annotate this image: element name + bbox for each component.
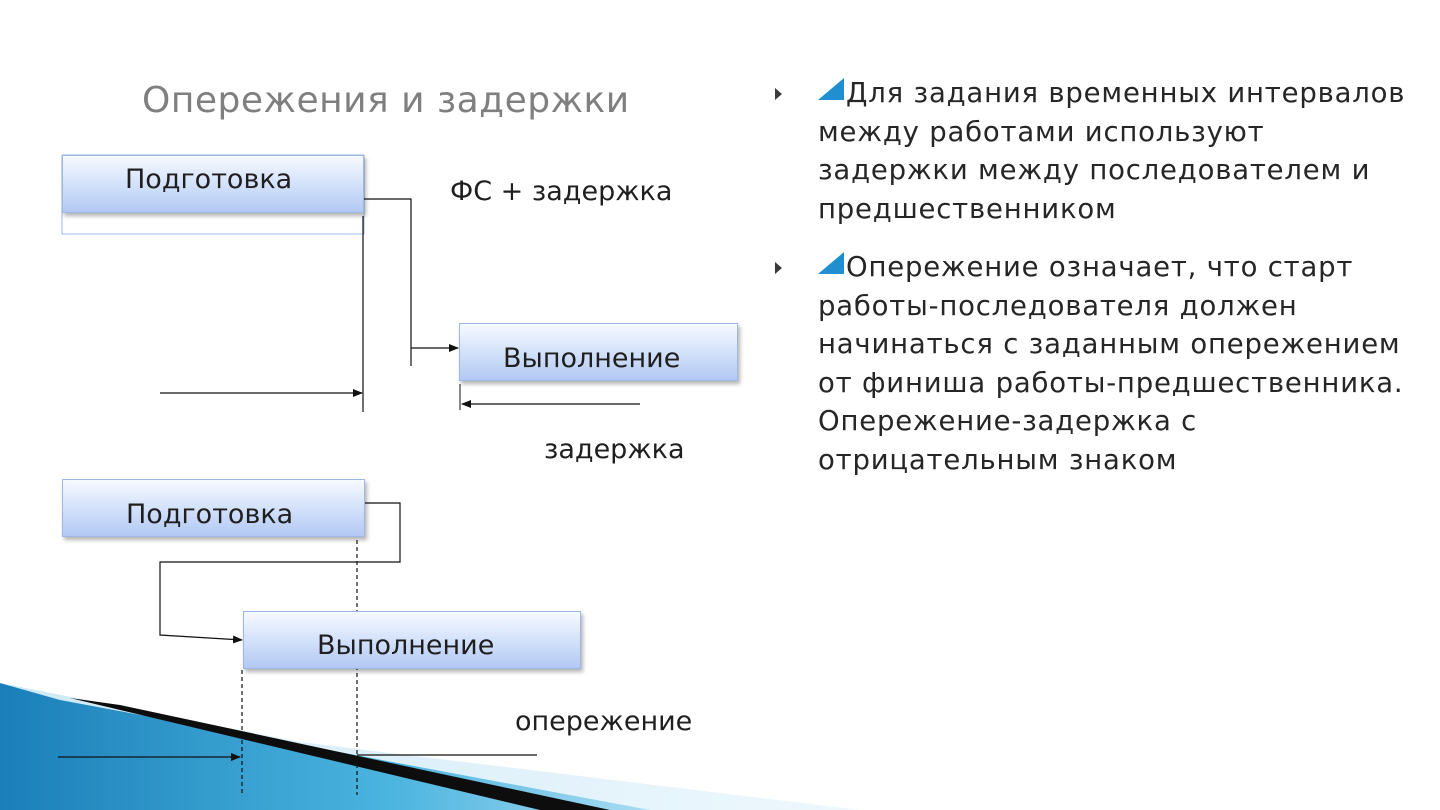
prep-box-top: Подготовка — [62, 155, 364, 213]
corner-dark-stripe — [70, 698, 610, 810]
bullet-item-lead: Опережение означает, что старт работы-по… — [775, 248, 1415, 479]
lead-connector — [159, 502, 401, 644]
lag-label: задержка — [544, 434, 685, 465]
triangle-icon — [818, 78, 844, 100]
triangle-icon — [818, 252, 844, 274]
prep-label-top: Подготовка — [125, 164, 293, 195]
slide-title: Опережения и задержки — [142, 80, 630, 121]
bullet-text-lead: Опережение означает, что старт работы-по… — [818, 251, 1404, 476]
corner-blue-band — [0, 683, 650, 810]
fs-connector — [364, 198, 459, 352]
bullet-arrow-icon — [775, 88, 782, 100]
bullet-text-delays: Для задания временных интервалов между р… — [818, 77, 1406, 225]
exec-box-top: Выполнение — [459, 323, 738, 381]
lead-label: опережение — [515, 706, 693, 737]
bullet-item-delays: Для задания временных интервалов между р… — [775, 74, 1415, 228]
prep-label-bottom: Подготовка — [126, 499, 294, 530]
bullet-list: Для задания временных интервалов между р… — [775, 74, 1415, 479]
bullet-arrow-icon — [775, 262, 782, 274]
exec-box-bottom: Выполнение — [243, 611, 581, 669]
relation-label: ФС + задержка — [450, 176, 673, 207]
prep-box-bottom: Подготовка — [62, 479, 365, 537]
exec-label-bottom: Выполнение — [317, 630, 495, 661]
exec-label-top: Выполнение — [503, 343, 681, 374]
